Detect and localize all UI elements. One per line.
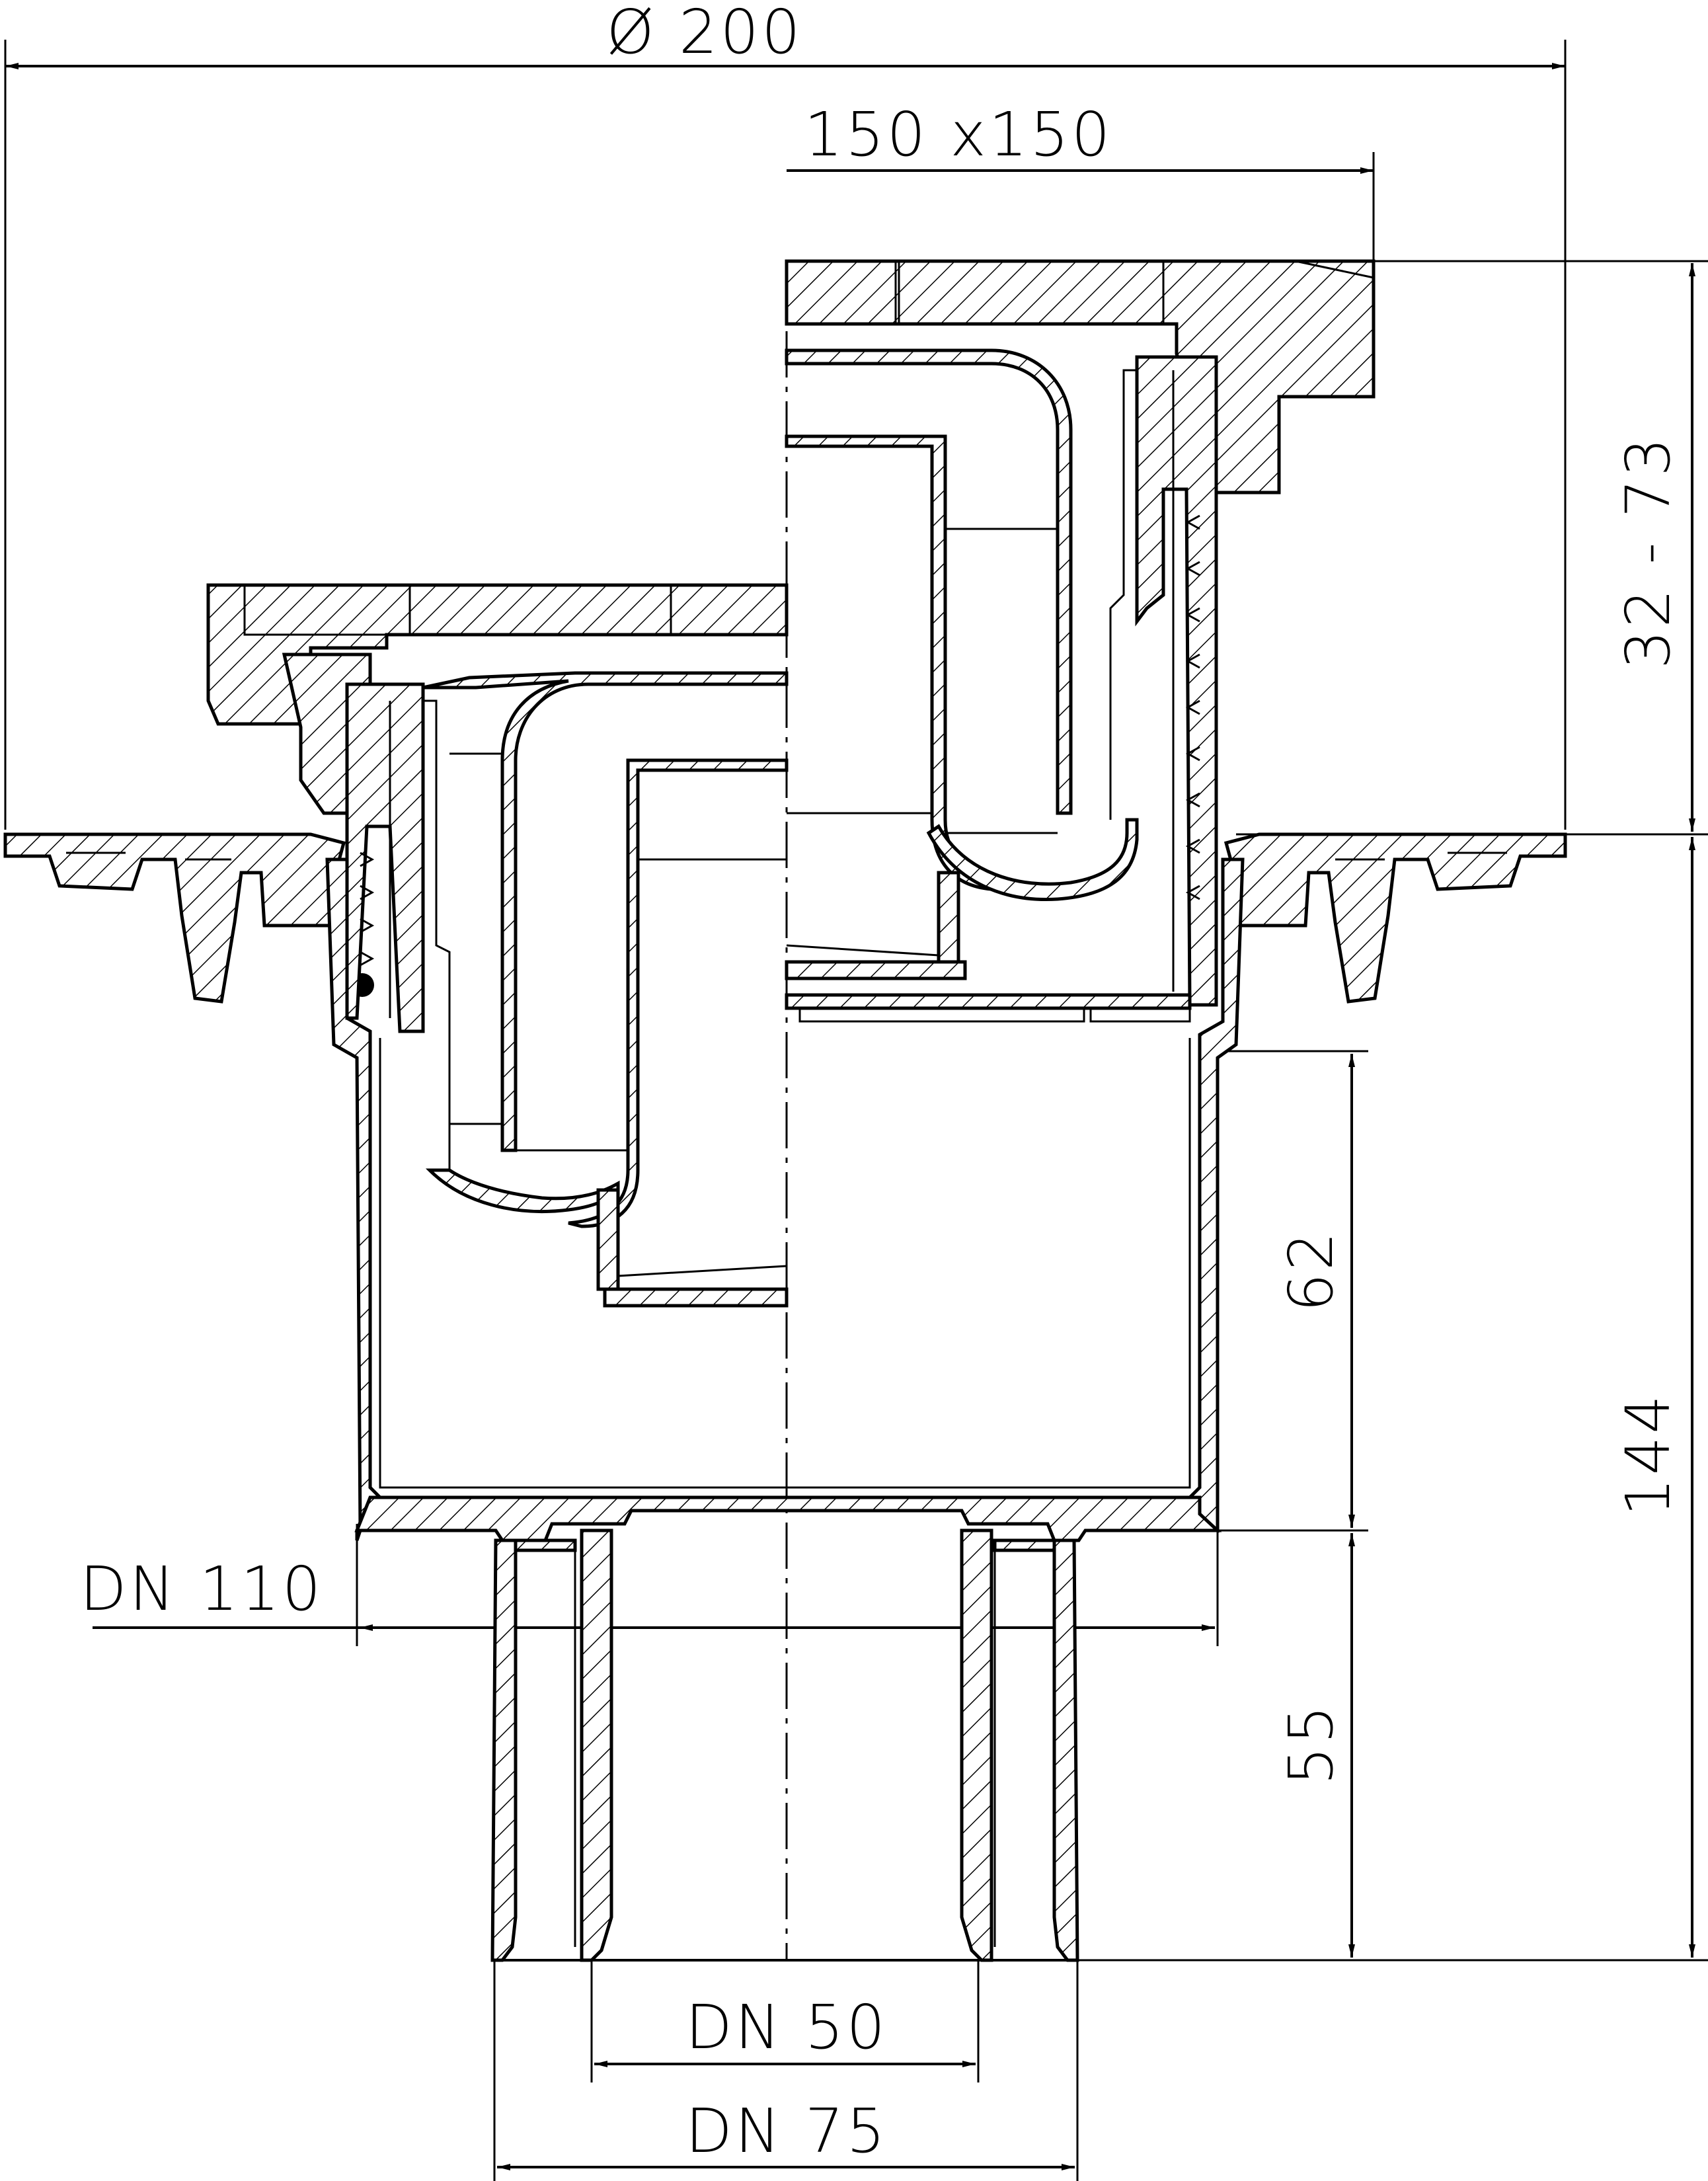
label-depth-upper: 62	[1276, 1229, 1346, 1312]
label-outlet-height: 55	[1276, 1702, 1346, 1785]
left-grate-frame	[206, 583, 789, 1170]
label-overall-diameter: Ø 200	[606, 0, 802, 67]
drain-body	[325, 857, 1245, 1542]
label-outlet-inner-dn: DN 50	[685, 1992, 888, 2063]
right-odor-trap	[785, 348, 1192, 1023]
label-body-dn: DN 110	[80, 1554, 324, 1624]
label-outlet-outer-dn: DN 75	[685, 2096, 888, 2166]
left-odor-trap	[422, 671, 789, 1308]
label-grate-size: 150 x150	[804, 99, 1113, 170]
label-total-height: 144	[1613, 1392, 1684, 1517]
outlet-pipe	[490, 1528, 1079, 1962]
dimension-labels: Ø 200 150 x150 32 - 73 62 144 55 DN 110 …	[80, 0, 1684, 2166]
dimension-lines	[4, 40, 1708, 2181]
right-grate-frame	[785, 259, 1376, 1007]
label-height-range: 32 - 73	[1613, 435, 1684, 669]
